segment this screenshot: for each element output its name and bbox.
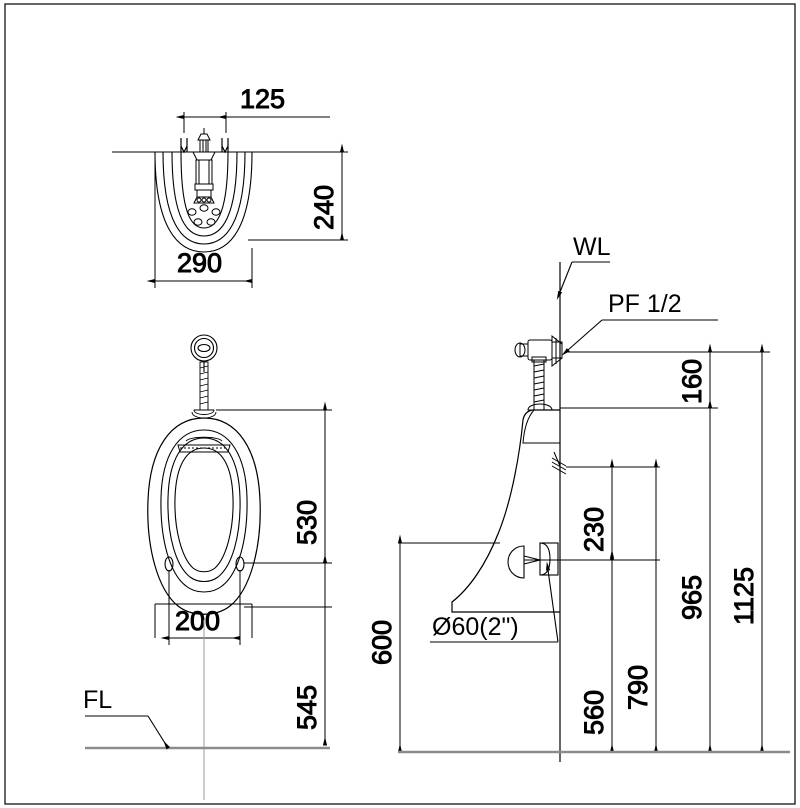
side-view-wall-bracket: [551, 451, 567, 475]
dim-965-label: 965: [677, 575, 707, 620]
fl-leader-arrow: [147, 715, 171, 750]
dim-125-label: 125: [240, 84, 285, 114]
top-view-bowl-rim-inner: [162, 151, 246, 245]
outlet-annotation: [430, 561, 559, 643]
dim-200-label: 200: [175, 606, 220, 636]
dim-1125-label: 1125: [729, 567, 759, 625]
top-view-fixing-marks: [180, 138, 229, 154]
dim-160-label: 160: [677, 359, 707, 404]
front-view-bowl-inner: [174, 447, 234, 573]
top-view-bowl-outline: [154, 151, 253, 253]
outlet-label: Ø60(2"): [432, 613, 519, 641]
top-view-bowl-basin-1: [171, 151, 238, 237]
outlet-leader-arrow: [545, 561, 559, 643]
side-view: [451, 262, 567, 762]
dim-545-label: 545: [292, 685, 322, 730]
fl-label: FL: [83, 686, 112, 714]
wl-label: WL: [573, 233, 611, 261]
dim-600-label: 600: [367, 620, 397, 665]
front-view-bowl-outer: [160, 429, 248, 593]
dim-790-label: 790: [623, 665, 653, 710]
side-view-body-lower: [451, 533, 499, 603]
sheet-border: [4, 3, 796, 805]
fl-annotation: [85, 715, 171, 750]
front-view-flush-valve: [190, 334, 218, 372]
side-view-dimensions: 160 230 560 790 965 1125 600: [367, 343, 770, 753]
dim-230-label: 230: [579, 507, 609, 552]
top-view-bowl-basin-2: [180, 151, 229, 229]
front-view-body-outline: [147, 417, 261, 615]
pf-annotation: [561, 319, 718, 356]
side-view-body-outline: [451, 409, 560, 613]
dim-560-label: 560: [579, 690, 609, 735]
top-view-spray-holes: [187, 204, 221, 226]
top-view: [112, 128, 330, 253]
dim-530-label: 530: [292, 500, 322, 545]
front-view: [147, 334, 261, 615]
front-view-bowl-mid: [167, 437, 241, 583]
pf-leader-arrow: [561, 319, 603, 356]
wl-annotation: [556, 261, 610, 300]
dim-240-label: 240: [309, 185, 339, 230]
pf-label: PF 1/2: [608, 290, 682, 318]
side-view-bowl-rim: [522, 409, 560, 444]
side-view-flush-valve: [514, 334, 563, 411]
front-view-spreader-bar: [177, 436, 231, 453]
dim-290-label: 290: [177, 248, 222, 278]
wl-leader-arrow: [556, 261, 573, 300]
top-view-dimensions: 125 290 240: [146, 84, 348, 288]
top-view-flush-spreader: [192, 128, 216, 204]
front-view-dimensions: 530 545 200: [154, 401, 332, 800]
